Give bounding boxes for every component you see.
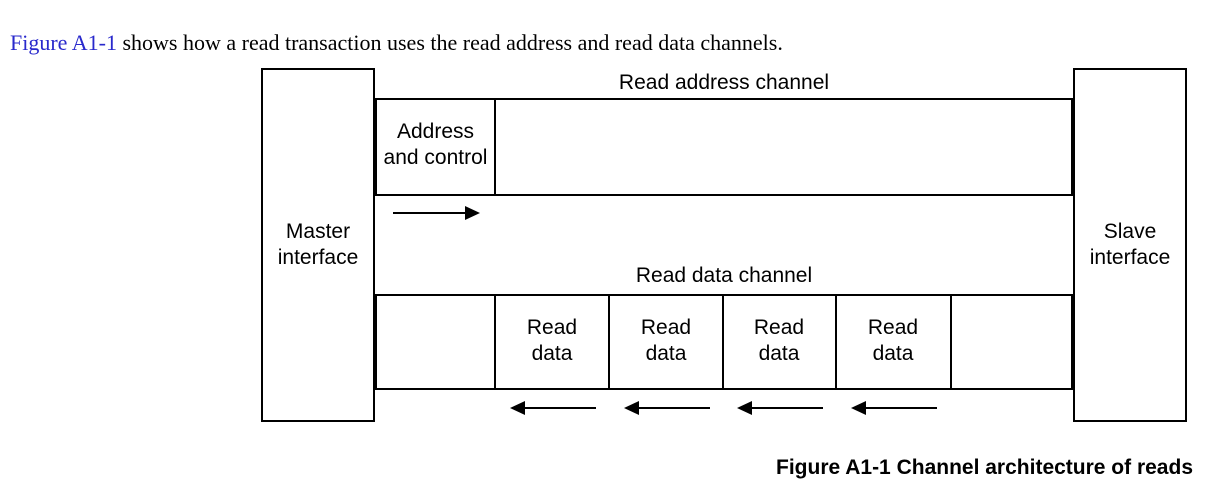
read-data-line2: data bbox=[531, 342, 573, 365]
read-data-channel-label: Read data channel bbox=[635, 264, 813, 287]
slave-interface-box bbox=[1073, 68, 1187, 422]
intro-text: shows how a read transaction uses the re… bbox=[116, 30, 783, 55]
read-data-box-label: Read data bbox=[836, 315, 950, 367]
master-label-line1: Master bbox=[285, 220, 351, 243]
slave-label-line1: Slave bbox=[1103, 220, 1157, 243]
read-data-divider bbox=[722, 294, 724, 390]
read-data-box-label: Read data bbox=[722, 315, 836, 367]
figure-caption: Figure A1-1 Channel architecture of read… bbox=[776, 456, 1193, 479]
slave-interface-label: Slave interface bbox=[1073, 219, 1187, 271]
figure-link[interactable]: Figure A1-1 bbox=[10, 30, 117, 55]
master-label-line2: interface bbox=[277, 246, 359, 269]
intro-paragraph: Figure A1-1 shows how a read transaction… bbox=[10, 30, 783, 56]
read-data-line1: Read bbox=[753, 316, 805, 339]
read-data-divider bbox=[494, 294, 496, 390]
read-data-line2: data bbox=[645, 342, 687, 365]
address-label-line2: and control bbox=[383, 146, 488, 169]
address-label-line1: Address bbox=[396, 120, 475, 143]
read-data-divider bbox=[835, 294, 837, 390]
read-address-channel-label: Read address channel bbox=[618, 71, 830, 94]
read-data-line1: Read bbox=[867, 316, 919, 339]
address-and-control-label: Address and control bbox=[375, 119, 496, 171]
master-interface-label: Master interface bbox=[261, 219, 375, 271]
slave-label-line2: interface bbox=[1089, 246, 1171, 269]
master-interface-box bbox=[261, 68, 375, 422]
read-data-line1: Read bbox=[526, 316, 578, 339]
read-data-divider bbox=[950, 294, 952, 390]
read-data-channel-band bbox=[375, 294, 1073, 390]
address-and-control-box bbox=[375, 98, 496, 196]
read-data-divider bbox=[608, 294, 610, 390]
read-data-box-label: Read data bbox=[609, 315, 723, 367]
read-data-box-label: Read data bbox=[495, 315, 609, 367]
read-data-line1: Read bbox=[640, 316, 692, 339]
read-data-line2: data bbox=[758, 342, 800, 365]
read-data-line2: data bbox=[872, 342, 914, 365]
